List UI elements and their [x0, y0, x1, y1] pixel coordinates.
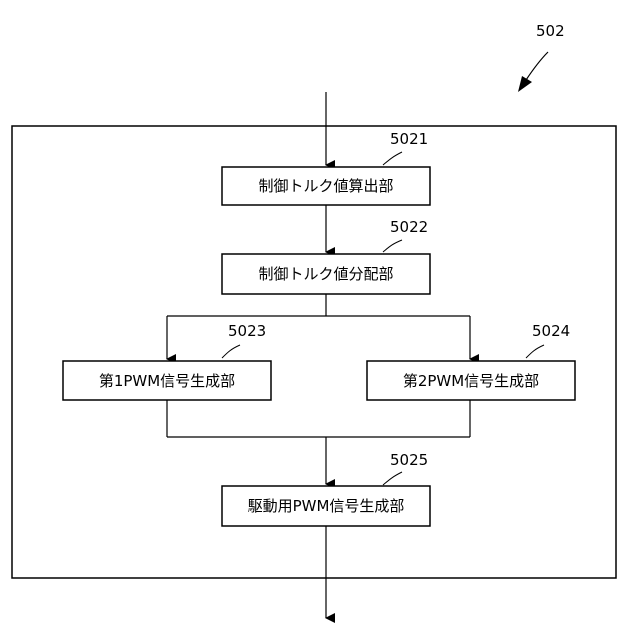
- block-5022-ref: 5022: [390, 218, 428, 236]
- block-5024-label: 第2PWM信号生成部: [403, 372, 539, 390]
- block-5021-ref: 5021: [390, 130, 428, 148]
- block-5023-ref: 5023: [228, 322, 266, 340]
- block-5022-leader: [383, 240, 402, 252]
- figure-ref-leader-arrow: [526, 52, 548, 80]
- block-5023-leader: [222, 345, 240, 358]
- block-5021-label: 制御トルク値算出部: [258, 177, 393, 195]
- figure-ref-label: 502: [536, 22, 565, 40]
- block-5024-leader: [526, 345, 544, 358]
- block-5023-label: 第1PWM信号生成部: [99, 372, 235, 390]
- block-5025-label: 駆動用PWM信号生成部: [248, 497, 405, 515]
- block-5024-ref: 5024: [532, 322, 570, 340]
- figure-ref-arrowhead: [518, 76, 532, 92]
- block-5022-label: 制御トルク値分配部: [258, 265, 393, 283]
- block-5025-leader: [383, 472, 402, 485]
- block-5021-leader: [383, 152, 402, 165]
- block-5025-ref: 5025: [390, 451, 428, 469]
